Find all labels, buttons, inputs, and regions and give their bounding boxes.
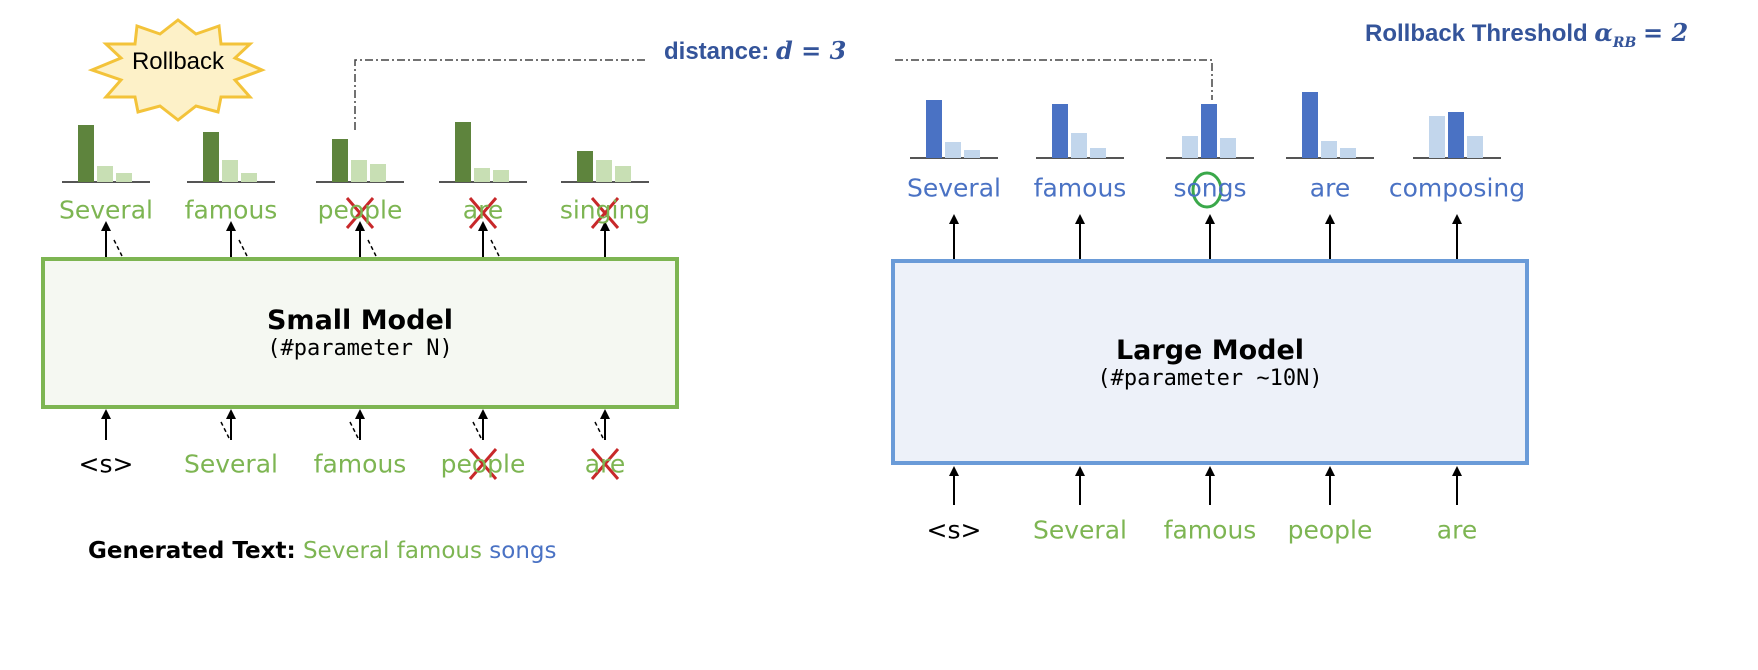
distance-annotation: distance: d = 3 bbox=[664, 36, 846, 66]
small-model-title: Small Model bbox=[266, 305, 454, 336]
distance-label: distance: bbox=[664, 38, 770, 65]
reject-x-icon bbox=[590, 197, 620, 229]
small-prob-bar bbox=[493, 170, 509, 182]
distance-connector-right bbox=[895, 59, 1213, 100]
large-prob-bar bbox=[964, 150, 980, 158]
small-prob-bar bbox=[577, 151, 593, 182]
large-model-box: Large Model (#parameter ~10N) bbox=[891, 259, 1529, 465]
large-model-title: Large Model bbox=[1115, 335, 1305, 366]
generated-text: Generated Text: Several famous songs bbox=[88, 538, 556, 564]
large-prob-bar bbox=[1182, 136, 1198, 158]
small-output-token: Several bbox=[59, 195, 153, 225]
large-input-token: people bbox=[1287, 515, 1373, 545]
threshold-label: Rollback Threshold bbox=[1365, 20, 1588, 47]
reject-x-icon bbox=[468, 448, 498, 480]
small-output-token: people bbox=[317, 195, 403, 225]
small-input-token: Several bbox=[184, 449, 278, 479]
small-prob-bar bbox=[474, 168, 490, 182]
selected-token-circle-icon bbox=[1191, 171, 1223, 209]
large-prob-bar bbox=[1340, 148, 1356, 158]
generated-accepted: Several famous bbox=[302, 538, 482, 564]
rollback-dashed-arrow bbox=[367, 239, 377, 257]
small-prob-bar bbox=[203, 132, 219, 182]
threshold-value: = 2 bbox=[1642, 18, 1689, 47]
small-input-token: famous bbox=[313, 449, 407, 479]
rollback-dashed-arrow bbox=[238, 239, 248, 257]
small-output-token: are bbox=[462, 195, 504, 225]
threshold-subscript: RB bbox=[1612, 34, 1637, 51]
large-prob-bar bbox=[1302, 92, 1318, 158]
rollback-dashed-arrow bbox=[349, 421, 359, 439]
large-prob-bar bbox=[1071, 133, 1087, 158]
large-input-token: <s> bbox=[926, 515, 982, 545]
small-input-token: <s> bbox=[78, 449, 134, 479]
large-output-token: songs bbox=[1173, 173, 1247, 203]
generated-text-label: Generated Text: bbox=[88, 538, 296, 564]
large-prob-bar bbox=[1220, 138, 1236, 158]
large-output-token: famous bbox=[1033, 173, 1127, 203]
large-prob-bar bbox=[1321, 141, 1337, 158]
large-model-subtitle: (#parameter ~10N) bbox=[1097, 366, 1323, 391]
distance-formula: d = 3 bbox=[776, 36, 847, 65]
generated-corrected: songs bbox=[489, 538, 557, 564]
large-prob-bar bbox=[1429, 116, 1445, 158]
large-prob-bar bbox=[1467, 136, 1483, 158]
large-output-token: composing bbox=[1388, 173, 1526, 203]
small-prob-bar bbox=[97, 166, 113, 182]
small-input-token: are bbox=[584, 449, 626, 479]
small-output-token: famous bbox=[184, 195, 278, 225]
threshold-symbol: α bbox=[1594, 18, 1613, 47]
large-prob-bar bbox=[1201, 104, 1217, 158]
small-prob-bar bbox=[596, 160, 612, 182]
small-prob-bar bbox=[370, 164, 386, 182]
rollback-label: Rollback bbox=[131, 48, 225, 75]
large-prob-bar bbox=[945, 142, 961, 158]
large-prob-bar bbox=[926, 100, 942, 158]
small-input-token: people bbox=[440, 449, 526, 479]
reject-x-icon bbox=[590, 448, 620, 480]
reject-x-icon bbox=[468, 197, 498, 229]
threshold-annotation: Rollback Threshold αRB = 2 bbox=[1365, 18, 1688, 51]
small-prob-bar bbox=[332, 139, 348, 182]
rollback-starburst-icon bbox=[87, 18, 266, 122]
large-output-token: are bbox=[1309, 173, 1351, 203]
large-output-token: Several bbox=[907, 173, 1001, 203]
large-prob-bar bbox=[1448, 112, 1464, 158]
small-prob-bar bbox=[222, 160, 238, 182]
small-output-token: singing bbox=[559, 195, 651, 225]
small-model-subtitle: (#parameter N) bbox=[267, 336, 453, 361]
small-prob-bar bbox=[241, 173, 257, 182]
large-input-token: famous bbox=[1163, 515, 1257, 545]
rollback-dashed-arrow bbox=[113, 239, 123, 257]
rollback-dashed-arrow bbox=[220, 421, 230, 439]
rollback-dashed-arrow bbox=[490, 239, 500, 257]
small-prob-bar bbox=[615, 166, 631, 182]
reject-x-icon bbox=[345, 197, 375, 229]
rollback-dashed-arrow bbox=[472, 421, 482, 439]
small-prob-bar bbox=[116, 173, 132, 182]
large-prob-bar bbox=[1090, 148, 1106, 158]
large-input-token: are bbox=[1436, 515, 1478, 545]
large-prob-bar bbox=[1052, 104, 1068, 158]
small-prob-bar bbox=[351, 160, 367, 182]
small-prob-bar bbox=[455, 122, 471, 182]
distance-connector-left bbox=[354, 59, 648, 130]
small-model-box: Small Model (#parameter N) bbox=[41, 257, 679, 409]
rollback-dashed-arrow bbox=[594, 421, 604, 439]
large-input-token: Several bbox=[1033, 515, 1127, 545]
small-prob-bar bbox=[78, 125, 94, 182]
